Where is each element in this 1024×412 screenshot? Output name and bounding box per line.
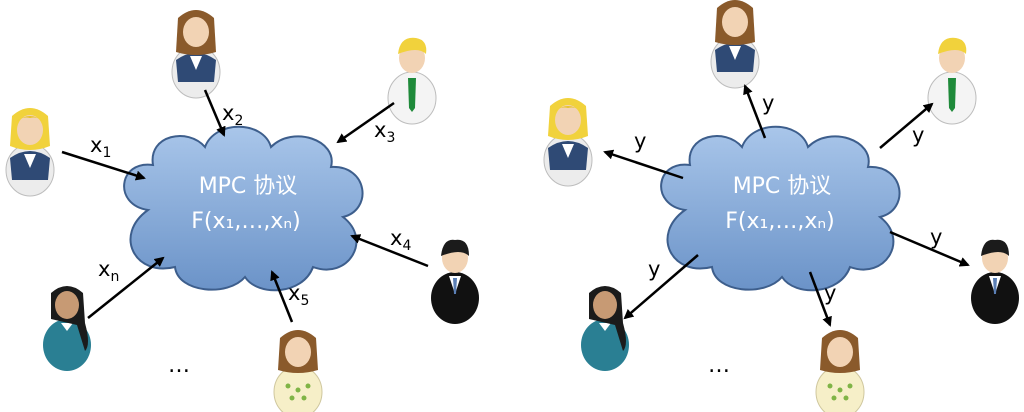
- arrow-y-bottom-left: [623, 254, 699, 320]
- left-ellipsis: …: [168, 353, 190, 378]
- label-x3: x3: [374, 118, 395, 146]
- right-cloud-function: F(x₁,…,xₙ): [725, 209, 834, 234]
- arrow-x3: [336, 101, 395, 144]
- party-man-green-tie-icon: [387, 37, 437, 125]
- label-x1: x1: [90, 133, 111, 161]
- left-cloud-title: MPC 协议: [199, 174, 298, 199]
- party-woman-teal-sweater-icon: [581, 286, 629, 371]
- label-x5: x5: [288, 281, 309, 309]
- arrow-x5: [270, 270, 294, 323]
- label-xn: xn: [98, 257, 119, 285]
- arrow-y-top: [743, 84, 767, 139]
- arrow-y-right: [889, 230, 970, 267]
- party-woman-brown-hair-icon: [710, 0, 760, 89]
- arrow-y-top-right: [879, 102, 934, 149]
- party-woman-blonde-hair-icon: [543, 97, 593, 187]
- party-man-black-suit-icon: [431, 239, 479, 324]
- arrow-xn: [87, 256, 165, 319]
- label-y-top: y: [762, 91, 774, 115]
- left-cloud-function: F(x₁,…,xₙ): [191, 209, 300, 234]
- label-y-top-right: y: [912, 123, 924, 147]
- party-girl-patterned-dress-icon: [815, 329, 865, 412]
- label-y-left: y: [634, 129, 646, 153]
- label-y-bottom: y: [824, 281, 836, 305]
- party-man-black-suit-icon: [971, 239, 1019, 324]
- party-woman-blonde-hair-icon: [5, 107, 55, 197]
- party-man-green-tie-icon: [927, 37, 977, 125]
- arrow-y-left: [603, 149, 684, 180]
- label-y-bottom-left: y: [648, 257, 660, 281]
- arrow-x1: [61, 150, 146, 181]
- arrow-x4: [350, 234, 429, 268]
- party-girl-patterned-dress-icon: [273, 329, 323, 412]
- arrow-y-bottom: [808, 271, 832, 327]
- left-panel: MPC 协议 F(x₁,…,xₙ) x1 x2 x3 x4 x5: [5, 9, 479, 412]
- party-woman-brown-hair-icon: [171, 9, 221, 99]
- label-y-right: y: [930, 225, 942, 249]
- party-woman-teal-sweater-icon: [43, 286, 91, 371]
- arrow-x2: [203, 89, 226, 137]
- label-x4: x4: [390, 226, 411, 254]
- right-panel: MPC 协议 F(x₁,…,xₙ) y y y y y y …: [543, 0, 1019, 412]
- right-ellipsis: …: [708, 353, 730, 378]
- label-x2: x2: [222, 101, 243, 129]
- right-cloud-title: MPC 协议: [733, 174, 832, 199]
